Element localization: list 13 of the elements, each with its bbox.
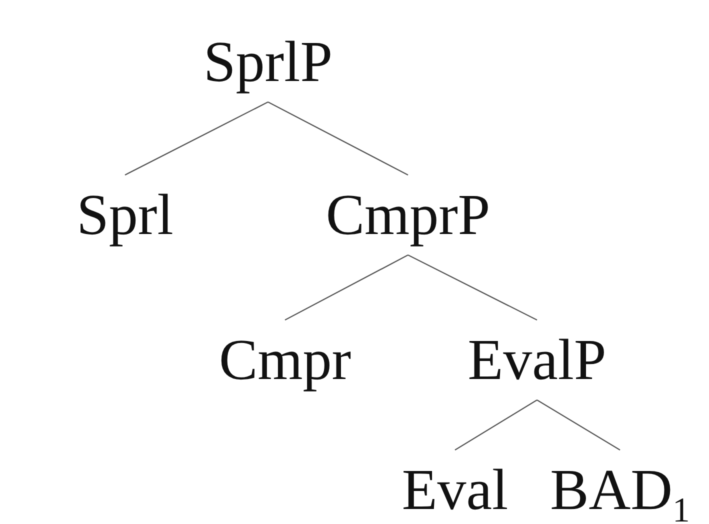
tree-branch-line xyxy=(454,399,538,451)
tree-node-label: SprlP xyxy=(202,22,334,102)
tree-branch-line xyxy=(284,254,408,321)
tree-branch-line xyxy=(408,254,538,321)
tree-node-label: CmprP xyxy=(324,175,492,255)
tree-branch-line xyxy=(536,399,620,451)
tree-node-label: Cmpr xyxy=(216,320,354,400)
tree-node-label: Sprl xyxy=(74,175,176,255)
tree-node-label: Eval xyxy=(400,450,510,524)
tree-node-label: BAD$_{1}$ xyxy=(548,450,692,524)
tree-node-label: EvalP xyxy=(466,320,608,400)
tree-branch-line xyxy=(268,101,408,176)
tree-branch-line xyxy=(124,101,268,176)
